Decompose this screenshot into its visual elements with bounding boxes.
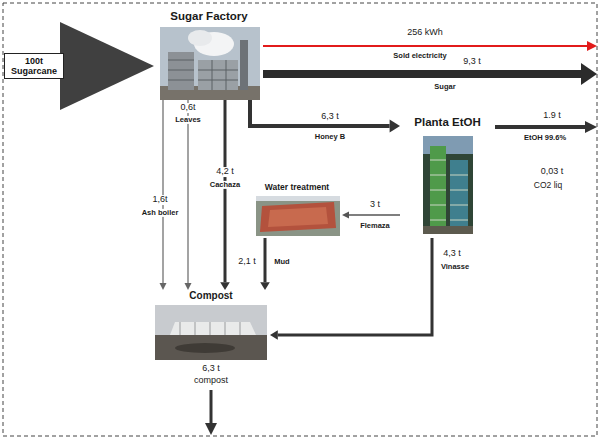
flow-amount: 1.9 t [542,111,562,121]
photo-structure [430,160,468,220]
node-title: Planta EtOH [400,116,495,130]
flow-name: Sold electricity [392,52,447,60]
flow-amount: 256 kWh [406,28,444,38]
flow-amount: 2,1 t [237,257,257,267]
arrow-head [581,63,597,85]
compost-photo [155,305,267,360]
flow-name: Cachaza [209,181,241,189]
arrow-head [220,282,230,290]
flow-name: EtOH 99.6% [523,134,567,142]
photo-ground [423,226,473,234]
photo-pond [268,207,328,227]
connector-line [264,238,267,282]
connector-line [278,238,432,335]
arrow-head [587,41,597,51]
flow-name: Sugar [433,83,456,91]
photo-ground [155,335,267,360]
dashed-border [3,3,597,436]
flow-name: Vinasse [440,263,470,271]
flow-amount: 1,6t [151,195,168,205]
flow-connector [220,100,230,290]
photo-steam [188,30,212,46]
flow-connector [270,238,432,340]
flow-amount: 3 t [369,200,381,210]
node-title: Sugar Factory [155,10,263,24]
process-box: Water treatment [252,182,342,238]
flow-name: Leaves [174,116,201,124]
input-label: 100t Sugarcane [4,53,64,80]
connector-line [224,100,227,282]
connector-line [162,100,163,283]
photo-sky [160,27,260,100]
photo-sky [155,305,267,360]
photo-structure [180,322,240,335]
flow-connector [250,100,400,132]
connector-line [250,100,390,126]
input-arrow: 100t Sugarcane [2,22,154,110]
photo-sky [256,196,340,201]
photo-building [198,60,238,90]
arrow-head [160,283,167,290]
arrow-head [270,330,278,340]
flow-amount: 4,2 t [215,167,235,177]
photo-background [256,196,340,236]
flow-name: Honey B [314,133,346,141]
photo-pond [260,202,336,232]
process-box: Planta EtOH [400,116,495,238]
photo-building [168,52,194,90]
flow-amount: 6,3 t [320,112,340,122]
flow-name: compost [193,376,229,386]
factory-photo [160,27,260,100]
flow-connector [260,238,270,290]
photo-chimney [240,40,248,90]
photo-background [423,136,473,234]
arrow-head [390,120,400,133]
arrow-head [260,282,270,290]
flow-name: CO2 liq [533,181,563,190]
arrow-head [185,283,192,290]
connector-line [349,214,400,216]
flow-name: Ash boiler [141,209,180,217]
flow-amount: 9,3 t [462,57,482,67]
electricity-line [263,45,588,47]
sugar-line [263,70,582,78]
compost-output-line [210,390,213,424]
connector-line [187,100,188,283]
flow-connector [185,100,192,290]
flow-name: Mud [273,258,290,266]
flow-name: Flemaza [359,222,391,230]
flow-amount: 0,6t [179,103,196,113]
plant-photo [423,136,473,234]
photo-pile [175,343,235,353]
photo-tower [430,146,446,230]
flow-amount: 0,03 t [540,167,565,177]
flow-amount: 4,3 t [442,249,462,259]
arrow-shape [60,22,154,110]
flow-connector [342,212,400,219]
ethanol-line [495,125,586,129]
flow-amount: 6,3 t [201,364,221,374]
water-photo [256,196,340,236]
process-box: Sugar Factory [155,10,263,100]
node-title: Compost [152,290,270,302]
arrow-head [585,121,597,133]
arrow-head [205,423,217,435]
photo-shed [170,322,256,335]
photo-structure [168,60,238,90]
node-title: Water treatment [252,182,342,192]
arrow-head [342,212,349,219]
process-box: Compost [152,290,270,362]
